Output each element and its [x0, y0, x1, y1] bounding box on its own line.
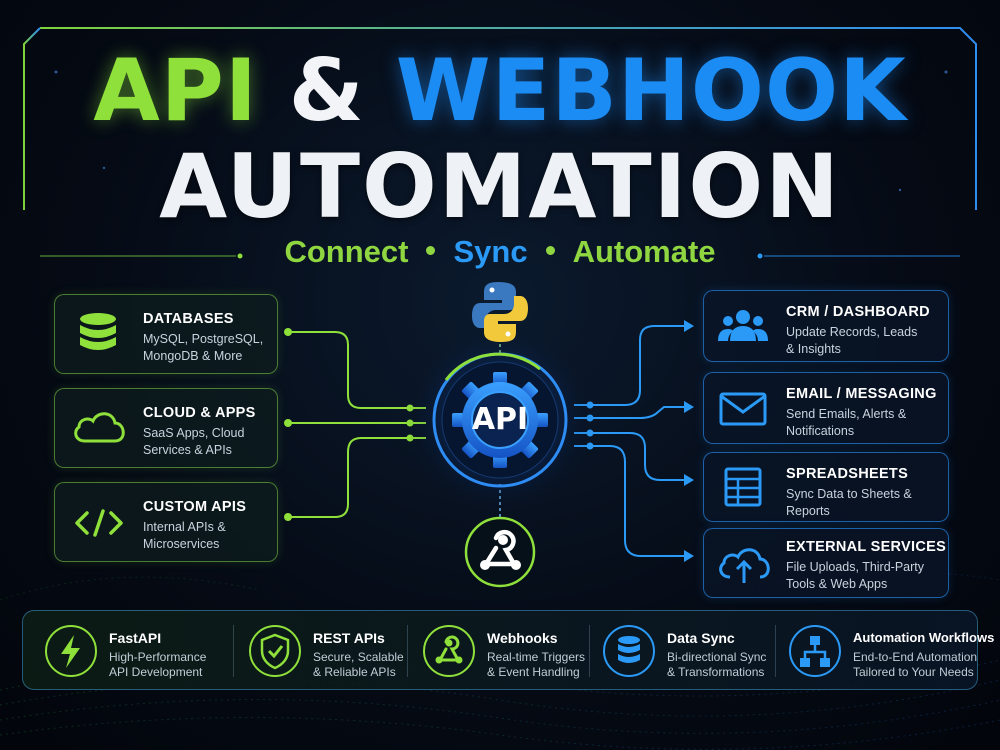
webhook-icon [423, 625, 475, 677]
card-title: SPREADSHEETS [786, 466, 909, 482]
destination-card-crm: CRM / DASHBOARD Update Records, Leads & … [703, 290, 949, 362]
card-title: CUSTOM APIS [143, 499, 247, 515]
card-desc: SaaS Apps, Cloud Services & APIs [143, 426, 245, 457]
title-webhook: WEBHOOK [395, 41, 907, 141]
envelope-icon [719, 392, 767, 426]
tagline-dot [426, 246, 436, 256]
card-title: CRM / DASHBOARD [786, 304, 930, 320]
feature-separator [407, 625, 408, 677]
feature-desc: Secure, Scalable& Reliable APIs [313, 650, 404, 679]
lightning-icon [45, 625, 97, 677]
tagline: Connect Sync Automate [0, 236, 1000, 267]
source-card-databases: DATABASES MySQL, PostgreSQL, MongoDB & M… [54, 294, 278, 374]
card-desc: Internal APIs & Microservices [143, 520, 226, 551]
hub-ring-accent [444, 352, 541, 381]
feature-title: Automation Workflows [853, 630, 995, 645]
shield-check-icon [249, 625, 301, 677]
destination-card-spreadsheets: SPREADSHEETS Sync Data to Sheets & Repor… [703, 452, 949, 522]
feature-desc: Bi-directional Sync& Transformations [667, 650, 767, 679]
code-icon [75, 509, 123, 537]
feature-data-sync: Data Sync Bi-directional Sync& Transform… [589, 611, 779, 691]
tagline-sync: Sync [453, 234, 528, 269]
feature-automation-workflows: Automation Workflows End-to-End Automati… [775, 611, 994, 691]
title-frame [23, 27, 977, 210]
feature-title: Webhooks [487, 630, 558, 646]
card-title: EMAIL / MESSAGING [786, 386, 937, 402]
webhook-node [464, 516, 536, 588]
title-line-1: API & WEBHOOK [0, 48, 1000, 134]
wave-pattern [0, 571, 1000, 750]
destination-connectors [574, 325, 684, 557]
feature-title: Data Sync [667, 630, 735, 646]
feature-separator [775, 625, 776, 677]
feature-webhooks: Webhooks Real-time Triggers& Event Handl… [409, 611, 589, 691]
database-sync-icon [603, 625, 655, 677]
workflow-icon [789, 625, 841, 677]
python-logo-icon [472, 282, 528, 342]
title-automation: AUTOMATION [159, 135, 841, 238]
tagline-automate: Automate [572, 234, 716, 269]
gear-icon [452, 372, 548, 468]
cloud-upload-icon [719, 548, 770, 583]
card-desc: Sync Data to Sheets & Reports [786, 487, 912, 518]
card-title: DATABASES [143, 311, 234, 327]
card-desc: File Uploads, Third-Party Tools & Web Ap… [786, 560, 925, 591]
tagline-rules [40, 253, 960, 259]
decor-dots [54, 70, 948, 192]
source-connectors [288, 331, 426, 518]
source-card-custom-apis: CUSTOM APIS Internal APIs & Microservice… [54, 482, 278, 562]
tagline-dot [545, 246, 555, 256]
database-icon [80, 313, 116, 350]
destination-card-email: EMAIL / MESSAGING Send Emails, Alerts & … [703, 372, 949, 444]
card-desc: Send Emails, Alerts & Notifications [786, 407, 907, 438]
hub-label: API [471, 402, 529, 437]
cloud-icon [74, 412, 125, 443]
title-ampersand: & [288, 41, 365, 141]
feature-separator [233, 625, 234, 677]
users-icon [718, 310, 768, 341]
card-title: EXTERNAL SERVICES [786, 539, 947, 555]
source-card-cloud: CLOUD & APPS SaaS Apps, Cloud Services &… [54, 388, 278, 468]
card-title: CLOUD & APPS [143, 405, 256, 421]
title-api: API [93, 41, 258, 141]
feature-separator [589, 625, 590, 677]
spreadsheet-icon [724, 467, 762, 507]
feature-desc: Real-time Triggers& Event Handling [487, 650, 586, 679]
feature-title: REST APIs [313, 630, 385, 646]
destination-card-external: EXTERNAL SERVICES File Uploads, Third-Pa… [703, 528, 949, 598]
tagline-connect: Connect [284, 234, 409, 269]
card-desc: MySQL, PostgreSQL, MongoDB & More [143, 332, 264, 363]
feature-title: FastAPI [109, 630, 162, 646]
card-desc: Update Records, Leads & Insights [786, 325, 918, 356]
feature-rest-apis: REST APIs Secure, Scalable& Reliable API… [235, 611, 415, 691]
